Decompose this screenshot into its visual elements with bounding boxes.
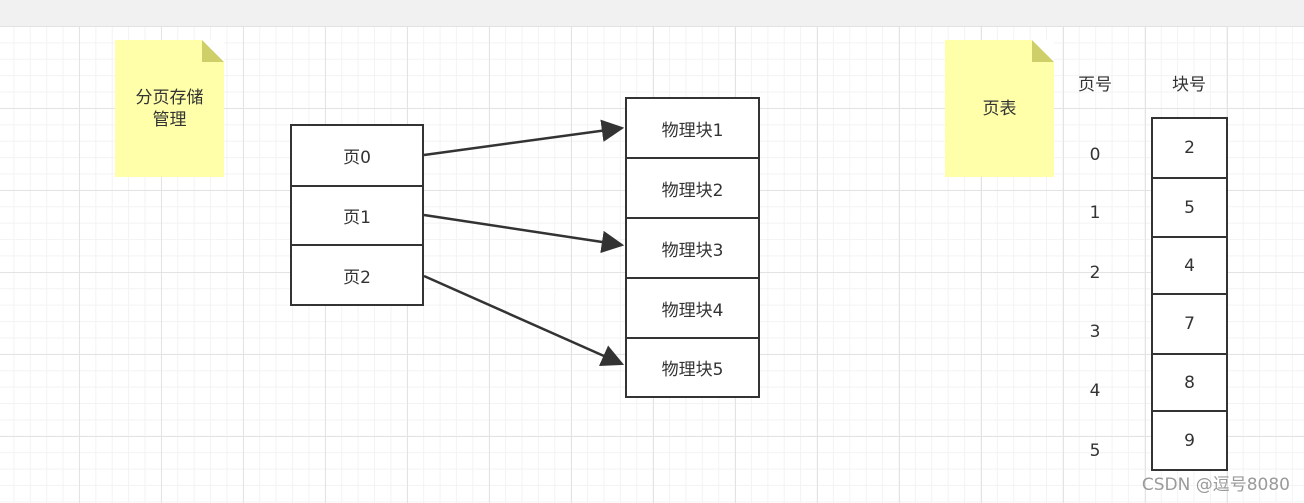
block-cell-label: 物理块4: [661, 300, 724, 321]
block-cell-label: 物理块2: [661, 180, 724, 201]
arrow-page1-to-block3[interactable]: [423, 213, 625, 254]
arrow-page0-to-block1[interactable]: [423, 119, 625, 157]
block-number-header: 块号: [1172, 75, 1206, 95]
page-cell-label: 页2: [343, 267, 371, 288]
block-number-cell-5[interactable]: 9: [1151, 410, 1228, 471]
arrow-page2-to-block5[interactable]: [423, 274, 625, 367]
page-number-4: 4: [1089, 381, 1101, 401]
block-number-cell-3[interactable]: 7: [1151, 293, 1228, 355]
block-number-value: 2: [1184, 138, 1195, 158]
note-paging-storage[interactable]: 分页存储 管理: [115, 40, 224, 177]
block-number-cell-4[interactable]: 8: [1151, 353, 1228, 412]
note-fold-corner: [1032, 40, 1054, 62]
block-number-value: 5: [1184, 197, 1195, 218]
page-number-5: 5: [1089, 441, 1101, 461]
block-number-cell-2[interactable]: 4: [1151, 236, 1228, 295]
note-page-table[interactable]: 页表: [945, 40, 1054, 177]
page-number-0: 0: [1089, 145, 1101, 165]
page-number-3: 3: [1089, 322, 1101, 342]
page-number-header: 页号: [1078, 75, 1112, 95]
note-fold-corner: [202, 40, 224, 62]
block-cell-label: 物理块1: [661, 120, 724, 141]
top-toolbar-strip: [0, 0, 1304, 27]
csdn-watermark: CSDN @逗号8080: [1141, 475, 1290, 495]
page-cell-0[interactable]: 页0: [290, 124, 424, 187]
note-page-table-text: 页表: [982, 98, 1017, 119]
block-number-value: 8: [1184, 372, 1195, 393]
block-cell-label: 物理块3: [661, 240, 724, 261]
page-cell-2[interactable]: 页2: [290, 244, 424, 306]
block-number-cell-1[interactable]: 5: [1151, 177, 1228, 238]
block-cell-4[interactable]: 物理块4: [625, 277, 760, 339]
page-number-1: 1: [1089, 203, 1101, 223]
block-cell-1[interactable]: 物理块1: [625, 97, 760, 159]
block-number-value: 7: [1184, 314, 1195, 334]
block-number-value: 4: [1184, 255, 1195, 276]
block-number-value: 9: [1184, 430, 1195, 451]
block-cell-label: 物理块5: [661, 360, 724, 380]
block-number-cell-0[interactable]: 2: [1151, 117, 1228, 179]
note-paging-storage-text: 分页存储 管理: [135, 87, 204, 130]
page-number-2: 2: [1089, 263, 1101, 283]
page-cell-label: 页1: [343, 208, 371, 228]
block-cell-5[interactable]: 物理块5: [625, 337, 760, 398]
page-cell-label: 页0: [343, 148, 371, 168]
